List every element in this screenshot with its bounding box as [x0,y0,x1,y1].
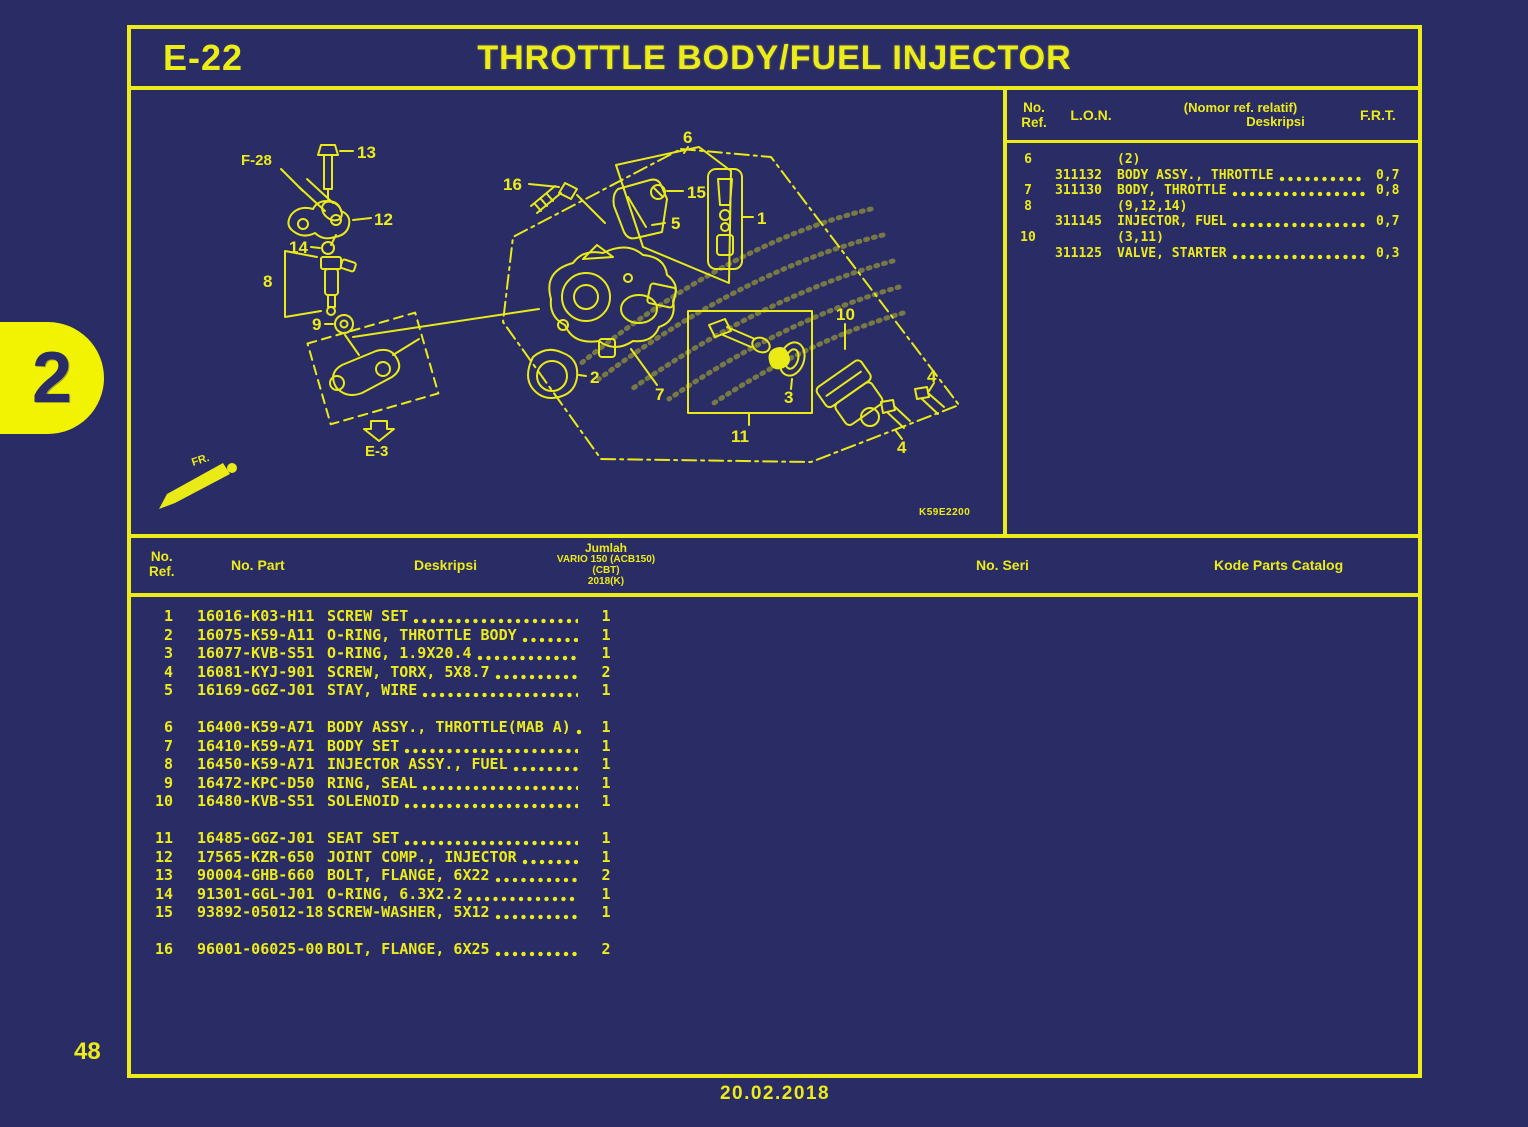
frt-row: 10(3,11) [1020,229,1164,245]
parts-header-qty: Jumlah VARIO 150 (ACB150) (CBT) 2018(K) [556,541,656,587]
front-arrow-label: FR. [190,452,211,469]
callout-12: 12 [374,210,393,229]
torx-screws-drawing [880,386,945,429]
callout-7: 7 [655,385,664,404]
frt-row: 8(9,12,14) [1024,198,1188,214]
section-tab-number: 2 [31,338,73,418]
intake-dashed-box [306,311,440,426]
stay-drawing [612,178,668,240]
frt-header-desc: (Nomor ref. relatif) Deskripsi [1183,100,1305,129]
page-header: E-22 THROTTLE BODY/FUEL INJECTOR [131,29,1418,90]
frt-row: 6(2) [1024,152,1141,167]
parts-header-desc: Deskripsi [414,557,478,573]
frt-table-header: No. Ref. L.O.N. (Nomor ref. relatif) Des… [1007,90,1418,143]
callout-4-lower: 4 [897,438,907,457]
frt-table: No. Ref. L.O.N. (Nomor ref. relatif) Des… [1007,90,1418,534]
frt-header-frt: F.R.T. [1360,107,1396,123]
callout-8: 8 [263,272,272,291]
oring-14-drawing [321,241,335,255]
sensor-box [707,168,743,270]
callout-6: 6 [683,128,692,147]
drawing-code: K59E2200 [919,507,970,518]
parts-header-part: No. Part [231,557,285,573]
joint-comp-drawing [287,200,351,240]
exploded-diagram-svg: 13 F-28 [159,128,970,518]
ref-link-f28: F-28 [241,152,272,169]
ref-link-e3: E-3 [365,443,388,460]
callout-1: 1 [757,209,766,228]
callout-16: 16 [503,175,522,194]
section-index-tab: 2 [0,322,104,434]
callout-10: 10 [836,305,855,324]
callout-13: 13 [357,143,376,162]
middle-area: 13 F-28 [131,90,1418,538]
assembly-boundary [502,148,960,463]
frt-header-lon: L.O.N. [1070,107,1112,123]
oring-3-drawing [778,341,806,377]
parts-header-kode: Kode Parts Catalog [1214,557,1344,573]
starter-valve-drawing [708,318,790,370]
catalog-date: 20.02.2018 [719,1083,831,1104]
e3-arrow-icon [363,420,395,442]
exploded-diagram: 13 F-28 [131,90,1007,534]
section-code: E-22 [163,37,244,78]
throttle-body-drawing [548,244,677,358]
solenoid-drawing [815,359,884,427]
manifold-drawing [329,338,420,396]
page-title: THROTTLE BODY/FUEL INJECTOR [477,39,1072,77]
frt-header-ref: No. Ref. [1021,100,1047,130]
gasket-drawing [527,348,579,399]
screw-15-drawing [650,184,666,200]
callout-4-upper: 4 [927,367,937,386]
parts-header-seri: No. Seri [976,557,1029,573]
callout-3: 3 [784,388,793,407]
main-frame: E-22 THROTTLE BODY/FUEL INJECTOR [127,25,1422,1078]
callout-11: 11 [731,427,749,446]
parts-header-ref: No. Ref. [149,549,175,579]
callout-9: 9 [312,315,321,334]
callout-15: 15 [687,183,706,202]
callout-2: 2 [590,368,599,387]
injector-drawing [320,256,357,316]
callout-5: 5 [671,214,680,233]
sensor-drawing [716,178,734,256]
parts-table-header: No. Ref. No. Part Deskripsi Jumlah VARIO… [131,538,1418,597]
front-arrow-icon [159,463,237,509]
page-number: 48 [74,1038,101,1065]
bolt-16-drawing [530,182,578,214]
